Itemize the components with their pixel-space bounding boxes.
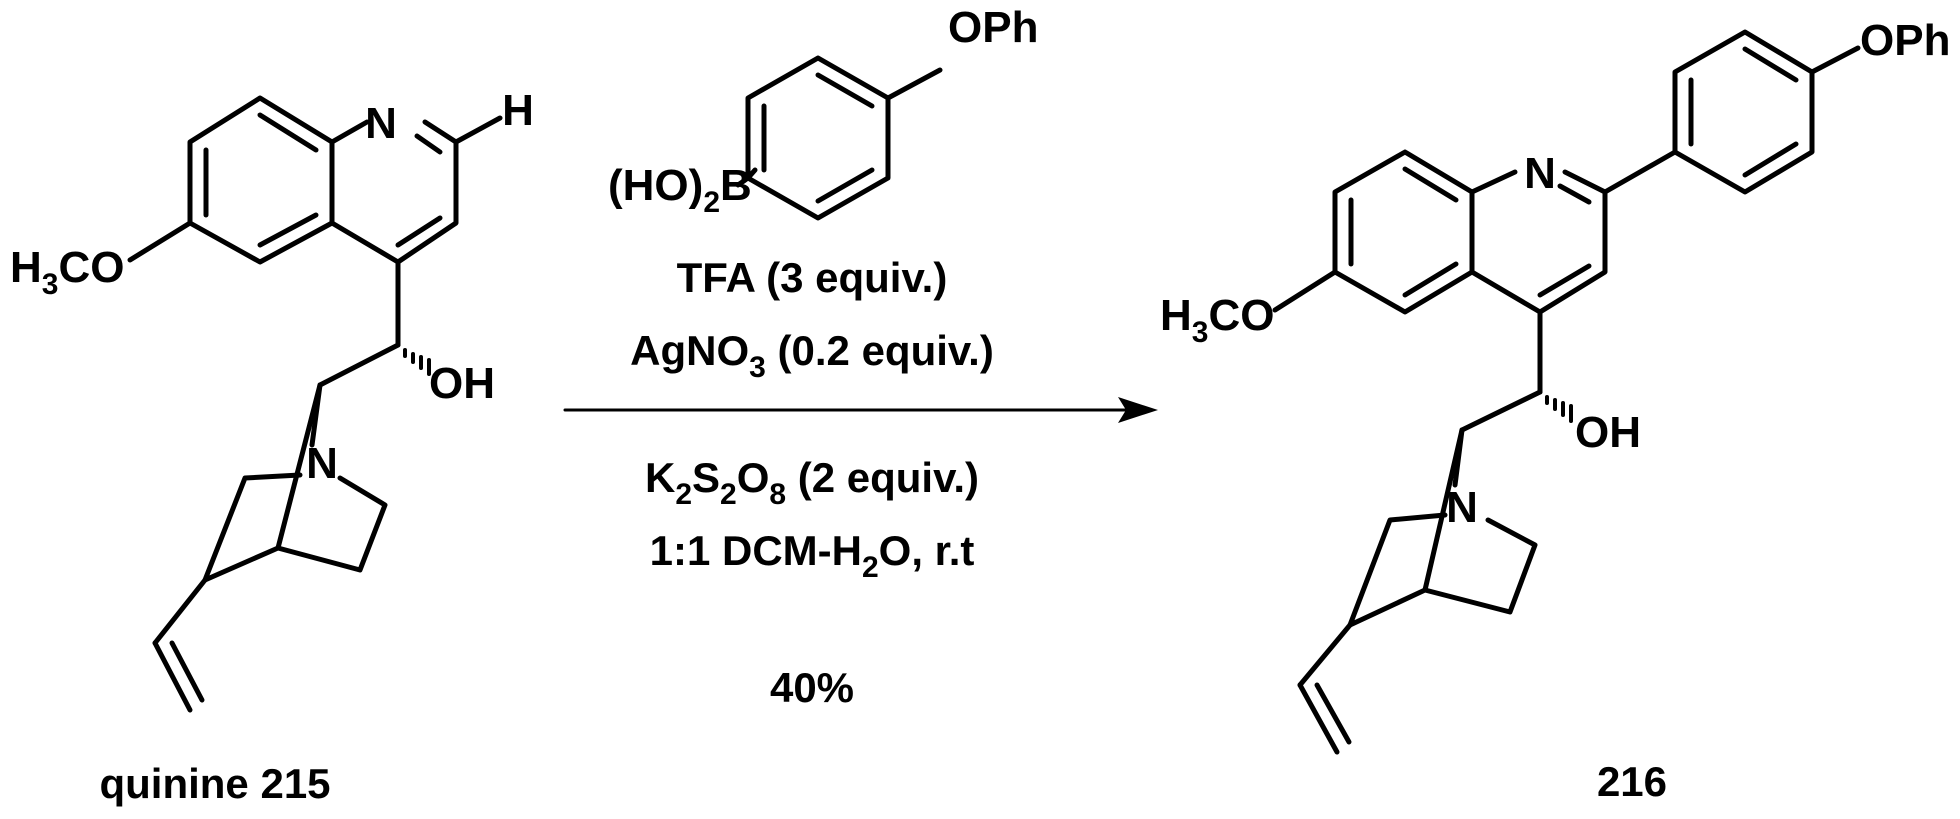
condition-line-1: TFA (3 equiv.): [677, 254, 948, 301]
vinyl-bond: [152, 577, 208, 646]
methoxy-bond: [1272, 269, 1338, 313]
reagent-boronic-label: (HO)2B: [608, 161, 752, 219]
methoxy-label: H3CO: [1160, 291, 1274, 349]
quinuclidine-bonds: [275, 475, 388, 573]
atom-label-amine-n: N: [1446, 483, 1478, 532]
vinyl-double-bond: [169, 640, 205, 703]
yield-label: 40%: [770, 664, 854, 711]
condition-line-3: K2S2O8 (2 equiv.): [645, 454, 979, 511]
hashed-wedge: [1545, 395, 1573, 423]
quinuclidine-bonds: [275, 382, 323, 551]
product-structure: N OPh H3CO OH N 216: [1160, 16, 1950, 805]
aryl-o-bond: [1809, 45, 1861, 75]
methoxy-bond: [127, 220, 193, 263]
reagent-structure: OPh (HO)2B: [608, 3, 1038, 221]
condition-line-4: 1:1 DCM-H2O, r.t: [650, 527, 975, 584]
product-oph-label: OPh: [1860, 16, 1950, 65]
atom-label-oh: OH: [429, 359, 495, 408]
benzo-double-bond: [257, 112, 319, 153]
atom-label-n: N: [365, 99, 397, 148]
aryl-double-bond: [1742, 46, 1799, 83]
product-name: 216: [1597, 758, 1667, 805]
pyridine-double-bond: [414, 133, 443, 155]
carbinol-c8-bond: [1459, 389, 1543, 433]
reagent-double-bond: [815, 167, 875, 204]
quinuclidine-bonds: [1422, 427, 1465, 593]
atom-label-amine-n: N: [306, 439, 338, 488]
reagent-ring-bonds: [745, 55, 891, 221]
arrow-head: [1118, 397, 1158, 423]
benzo-double-bond: [1402, 166, 1459, 203]
atom-label-h: H: [502, 86, 534, 135]
atom-label-n: N: [1524, 149, 1556, 198]
reagent-oph-label: OPh: [948, 3, 1038, 52]
aryl-ring-bonds: [1672, 29, 1815, 195]
reagent-o-bond: [885, 67, 943, 101]
methoxy-label: H3CO: [10, 243, 124, 301]
vinyl-double-bond: [152, 640, 193, 713]
reactant-name: quinine 215: [99, 760, 330, 807]
pyridine-ring-bonds: [1469, 169, 1608, 315]
quinuclidine-bonds: [1347, 512, 1448, 628]
carbinol-c8-bond: [317, 342, 401, 388]
aryl-double-bond: [1742, 141, 1799, 178]
pyridine-double-bond: [1537, 263, 1592, 298]
pyridine-double-bond: [395, 215, 443, 248]
biaryl-bond: [1602, 149, 1678, 195]
condition-line-2: AgNO3 (0.2 equiv.): [630, 327, 994, 384]
reaction-conditions: TFA (3 equiv.) AgNO3 (0.2 equiv.) K2S2O8…: [563, 254, 1158, 711]
benzo-double-bond: [257, 212, 319, 248]
reactant-structure: N H H3CO OH N quinine 215: [10, 86, 534, 807]
quinuclidine-bonds: [1422, 517, 1538, 615]
vinyl-bond: [1297, 622, 1353, 688]
atom-label-oh: OH: [1575, 408, 1641, 457]
benzo-ring-bonds: [1332, 149, 1475, 315]
vinyl-double-bond: [1297, 682, 1340, 755]
reagent-b-bond: [735, 175, 751, 188]
benzo-double-bond: [1402, 261, 1459, 298]
hashed-wedge: [403, 348, 431, 376]
reagent-double-bond: [815, 72, 875, 109]
benzo-ring-bonds: [187, 95, 335, 265]
quinuclidine-bonds: [202, 472, 303, 583]
pyridine-ring-bonds: [1469, 169, 1518, 195]
vinyl-double-bond: [1314, 682, 1352, 745]
pyridine-ring-bonds: [329, 119, 459, 265]
c-h-bond: [453, 115, 503, 145]
pyridine-ring-bonds: [329, 119, 370, 145]
pyridine-double-bond: [1557, 183, 1592, 205]
